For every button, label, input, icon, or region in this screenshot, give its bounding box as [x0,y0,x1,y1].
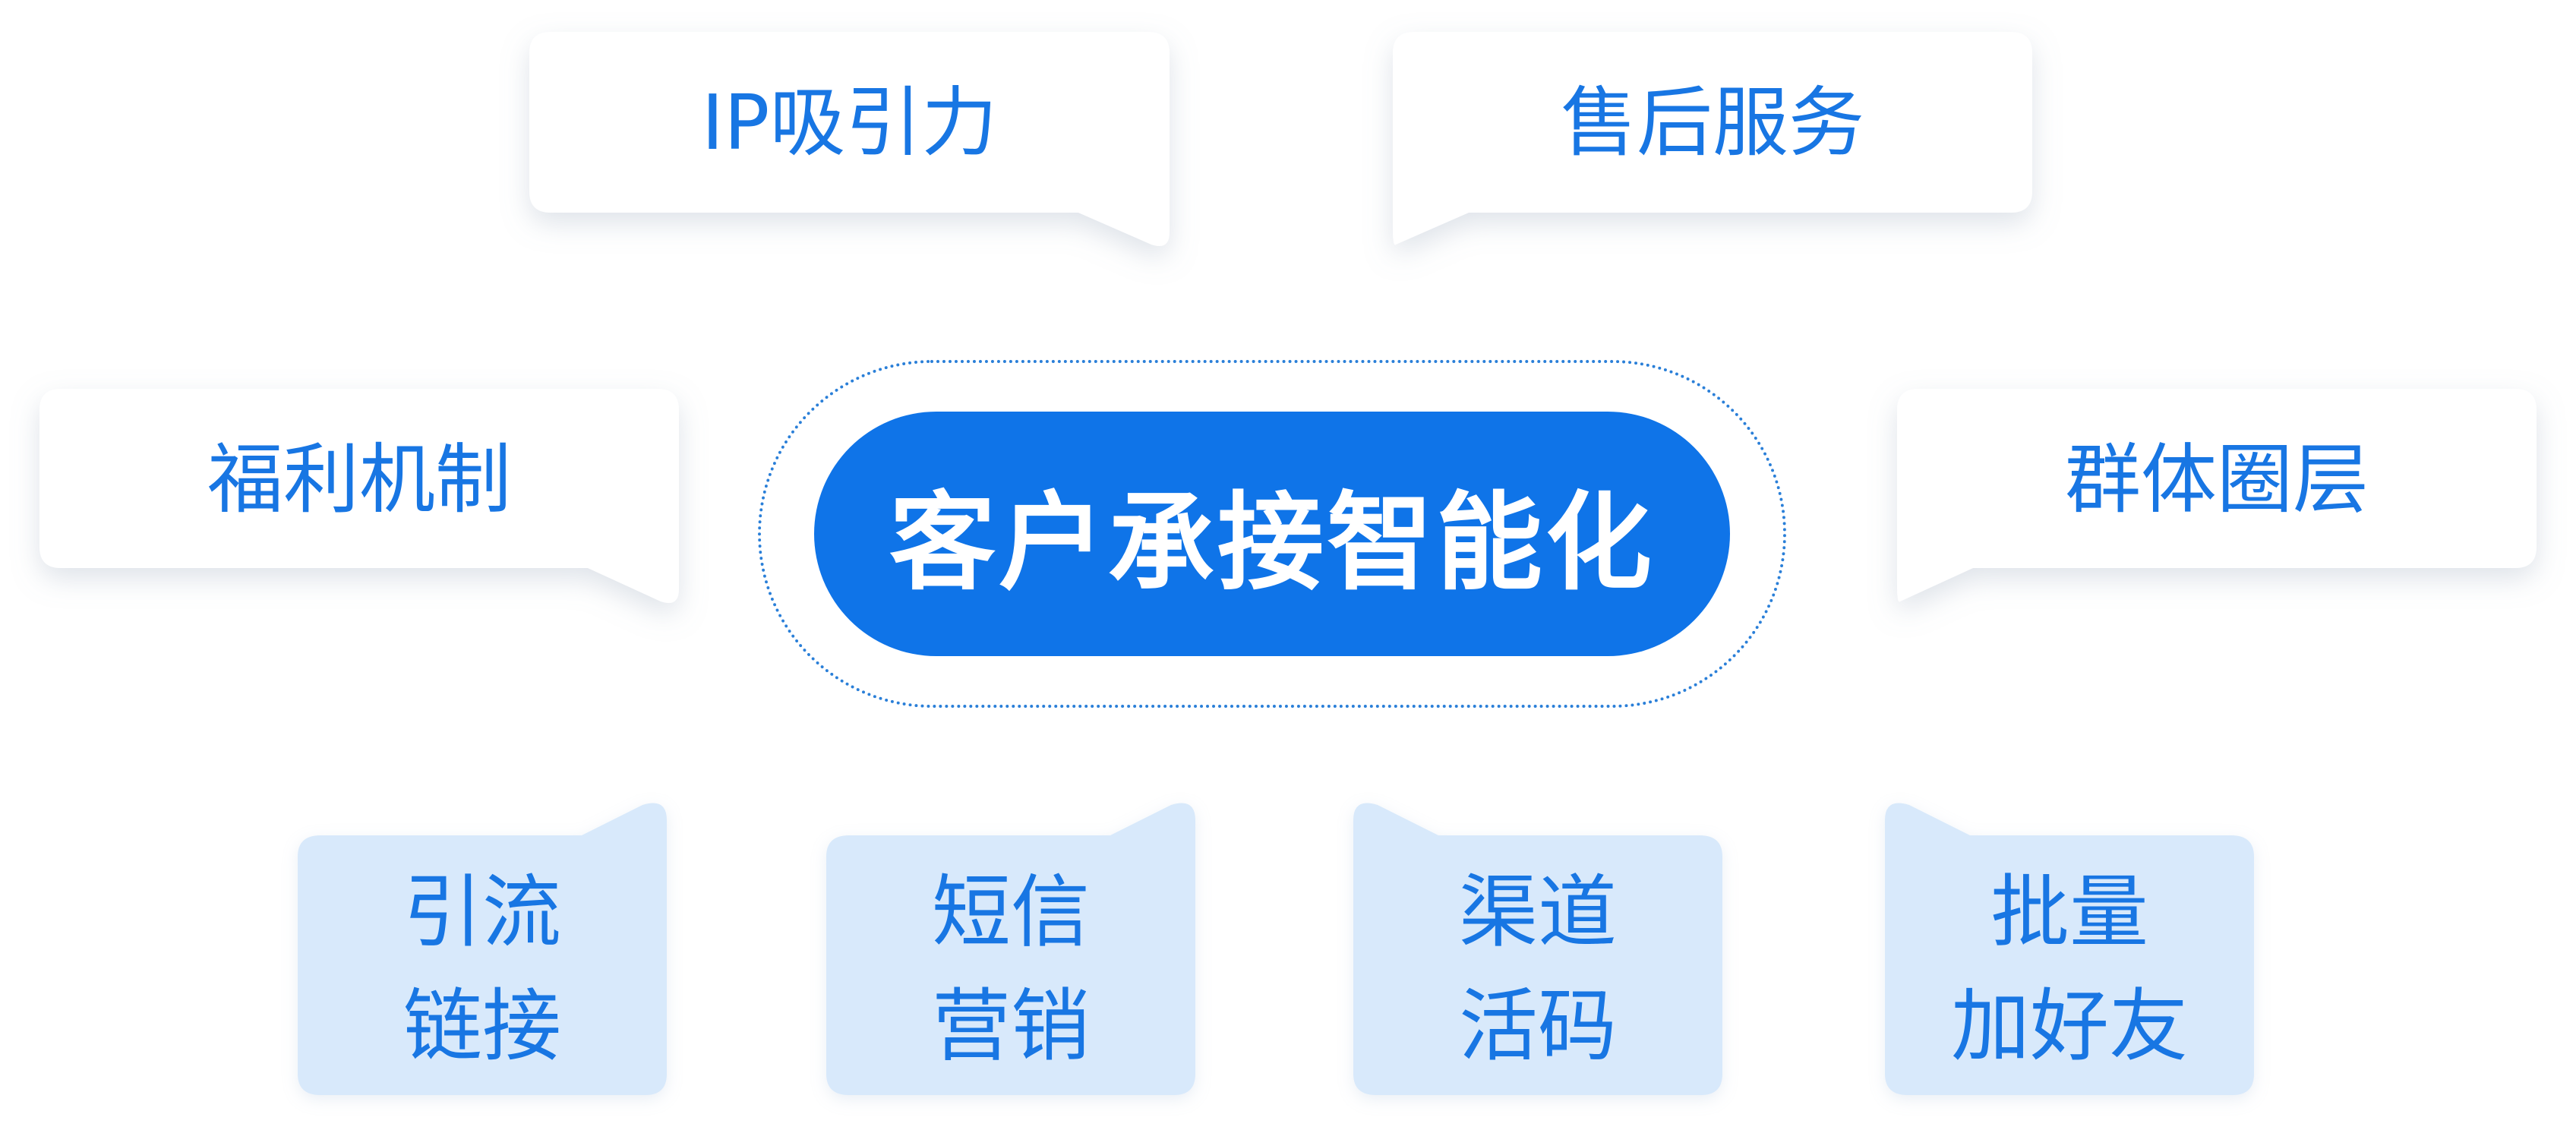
label-line-2: 营销 [931,980,1090,1072]
center-label: 客户承接智能化 [889,481,1655,605]
card-batch-add-friends [1885,803,2254,1095]
bubble-after-sales [1393,32,2032,245]
label-line-1: 渠道 [1458,866,1617,958]
label-line-1: 批量 [1990,866,2148,958]
card-sms-marketing [826,803,1195,1095]
label-channel-code: 渠道 活码 [1353,855,1722,1083]
label-after-sales: 售后服务 [1561,78,1864,167]
bubble-welfare [39,389,679,603]
label-welfare: 福利机制 [207,435,511,524]
label-community: 群体圈层 [2065,435,2369,524]
card-channel-code [1353,803,1722,1095]
label-line-2: 加好友 [1950,980,2188,1072]
label-line-1: 引流 [402,866,561,958]
label-sms-marketing: 短信 营销 [826,855,1195,1083]
bubble-community [1897,389,2537,602]
label-line-1: 短信 [931,866,1090,958]
bubble-ip-attraction [529,32,1170,246]
label-batch-add-friends: 批量 加好友 [1885,855,2254,1083]
label-traffic-link: 引流 链接 [298,855,667,1083]
label-ip-attraction: IP吸引力 [701,78,998,167]
center-dotted-ring [758,360,1786,708]
label-line-2: 链接 [402,980,561,1072]
card-traffic-link [298,803,667,1095]
label-line-2: 活码 [1458,980,1617,1072]
center-node: 客户承接智能化 [814,412,1730,656]
